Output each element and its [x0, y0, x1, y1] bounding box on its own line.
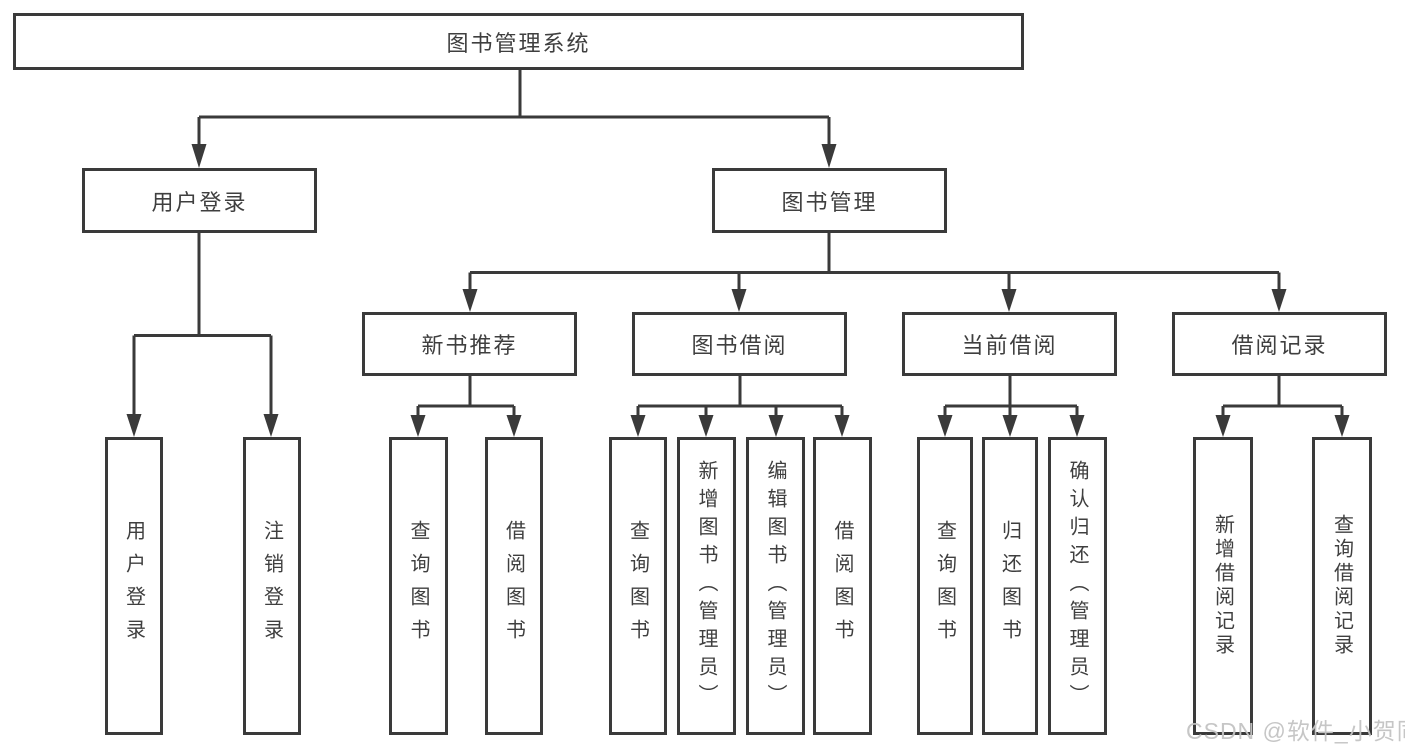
node-label: 归还图书 — [998, 520, 1021, 652]
node-label: 编辑图书（管理员） — [764, 460, 786, 712]
node-label: 借阅图书 — [831, 520, 853, 652]
node-label: 查询图书 — [626, 520, 649, 652]
node-label: 查询借阅记录 — [1330, 514, 1353, 658]
node-current-borrow: 当前借阅 — [902, 312, 1117, 376]
csdn-watermark: CSDN @软件_小贺同学 — [1186, 718, 1405, 744]
node-book-management-branch: 图书管理 — [712, 168, 947, 233]
node-label: 图书管理 — [781, 189, 878, 215]
node-label: 用户登录 — [151, 189, 248, 215]
node-book-borrow: 图书借阅 — [632, 312, 847, 376]
leaf-add-books-admin: 新增图书（管理员） — [677, 437, 736, 735]
leaf-confirm-return-admin: 确认归还（管理员） — [1048, 437, 1107, 735]
leaf-query-borrow-record: 查询借阅记录 — [1312, 437, 1372, 735]
node-label: 查询图书 — [407, 520, 429, 652]
node-label: 当前借阅 — [961, 333, 1058, 358]
leaf-query-books-3: 查询图书 — [917, 437, 973, 735]
node-borrow-records: 借阅记录 — [1172, 312, 1387, 376]
node-label: 确认归还（管理员） — [1066, 460, 1088, 712]
leaf-query-books-2: 查询图书 — [609, 437, 667, 735]
leaf-borrow-books-1: 借阅图书 — [485, 437, 543, 735]
node-label: 借阅记录 — [1231, 333, 1328, 358]
node-label: 注销登录 — [260, 520, 283, 652]
node-label: 查询图书 — [933, 520, 956, 652]
leaf-borrow-books-2: 借阅图书 — [813, 437, 872, 735]
leaf-logout: 注销登录 — [243, 437, 301, 735]
node-user-login-branch: 用户登录 — [82, 168, 317, 233]
node-label: 图书管理系统 — [446, 30, 591, 56]
node-new-book-recommend: 新书推荐 — [362, 312, 577, 376]
node-label: 借阅图书 — [502, 520, 525, 652]
leaf-add-borrow-record: 新增借阅记录 — [1193, 437, 1253, 735]
node-label: 用户登录 — [122, 520, 145, 652]
leaf-query-books-1: 查询图书 — [389, 437, 448, 735]
node-label: 新书推荐 — [421, 333, 518, 358]
node-root-system: 图书管理系统 — [13, 13, 1024, 70]
node-label: 新增借阅记录 — [1211, 514, 1234, 658]
node-label: 新增图书（管理员） — [695, 460, 717, 712]
leaf-return-books: 归还图书 — [982, 437, 1038, 735]
leaf-edit-books-admin: 编辑图书（管理员） — [746, 437, 805, 735]
node-label: 图书借阅 — [691, 333, 788, 358]
leaf-user-login: 用户登录 — [105, 437, 163, 735]
